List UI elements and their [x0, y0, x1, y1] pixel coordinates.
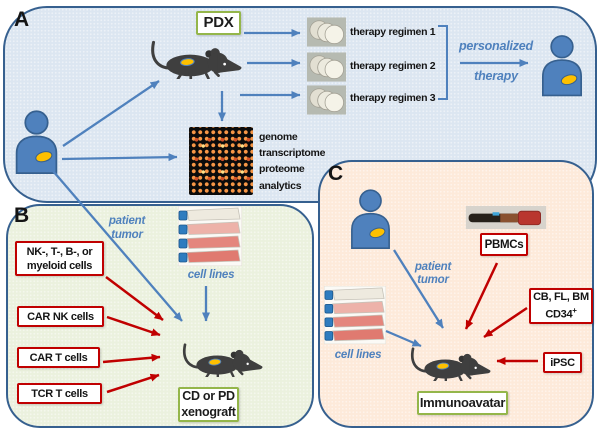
person-icon-patient-c: [346, 189, 395, 249]
panel-a-label: A: [14, 8, 30, 31]
therapy-regimen-1-label: therapy regimen 1: [350, 26, 436, 38]
pills-icon-regimen-2: [307, 52, 346, 82]
panel-b-label: B: [14, 204, 30, 227]
personalized-therapy-label-line1: personalized: [458, 39, 533, 53]
car-nk-cells-box: CAR NK cells: [17, 306, 104, 327]
car-t-cells-box: CAR T cells: [17, 347, 100, 368]
cell-lines-label-c: cell lines: [334, 349, 382, 361]
patient-tumor-label-b-line1: patient: [108, 215, 146, 227]
nk-box-line2: myeloid cells: [26, 259, 93, 272]
immunoavatar-box: Immunoavatar: [417, 391, 508, 415]
person-icon-therapy-recipient: [537, 34, 587, 97]
cell-culture-flasks-icon-b: [177, 206, 243, 266]
pills-icon-regimen-3: [307, 85, 346, 115]
patient-tumor-label-b-line2: tumor: [111, 229, 143, 241]
tcr-t-cells-box: TCR T cells: [17, 383, 102, 404]
panel-c-label: C: [328, 162, 344, 185]
analytics-line-genome: genome: [259, 131, 298, 143]
therapy-regimen-3-label: therapy regimen 3: [350, 92, 436, 104]
panel-a-pdx-workflow: [3, 6, 597, 203]
person-icon-patient: [10, 110, 63, 174]
personalized-therapy-label-line2: therapy: [474, 69, 518, 83]
cd34-box-line1: CB, FL, BM: [533, 291, 589, 304]
cb-fl-bm-cd34-box: CB, FL, BM CD34+: [529, 288, 593, 324]
analytics-text: genome transcriptome proteome analytics: [259, 129, 325, 194]
ipsc-box: iPSC: [543, 352, 582, 373]
pdx-mouse-icon: [148, 37, 243, 79]
patient-tumor-label-c-line1: patient: [414, 261, 452, 273]
pbmcs-box: PBMCs: [480, 233, 528, 256]
immunoavatar-mouse-icon: [408, 344, 492, 381]
nk-box-line1: NK-, T-, B-, or: [26, 245, 93, 258]
analytics-line-transcriptome: transcriptome: [259, 147, 326, 160]
microarray-icon: [189, 127, 253, 195]
xenograft-box-line2: xenograft: [181, 404, 236, 419]
cell-culture-flasks-icon-c: [324, 284, 386, 346]
analytics-line-proteome: proteome: [259, 163, 305, 176]
xenograft-box-line1: CD or PD: [182, 389, 235, 403]
cd34-box-line2: CD34+: [545, 306, 577, 321]
cd-pd-xenograft-box: CD or PD xenograft: [178, 387, 239, 422]
nk-t-b-myeloid-cells-box: NK-, T-, B-, or myeloid cells: [15, 241, 104, 276]
therapy-regimen-2-label: therapy regimen 2: [350, 60, 436, 72]
analytics-line-analytics: analytics: [259, 179, 302, 192]
xenograft-mouse-icon: [180, 340, 264, 377]
cell-lines-label-b: cell lines: [187, 269, 235, 281]
blood-tube-icon: [465, 206, 547, 229]
pdx-box: PDX: [196, 11, 241, 35]
patient-tumor-label-c-line2: tumor: [417, 274, 449, 286]
pills-icon-regimen-1: [307, 17, 346, 47]
